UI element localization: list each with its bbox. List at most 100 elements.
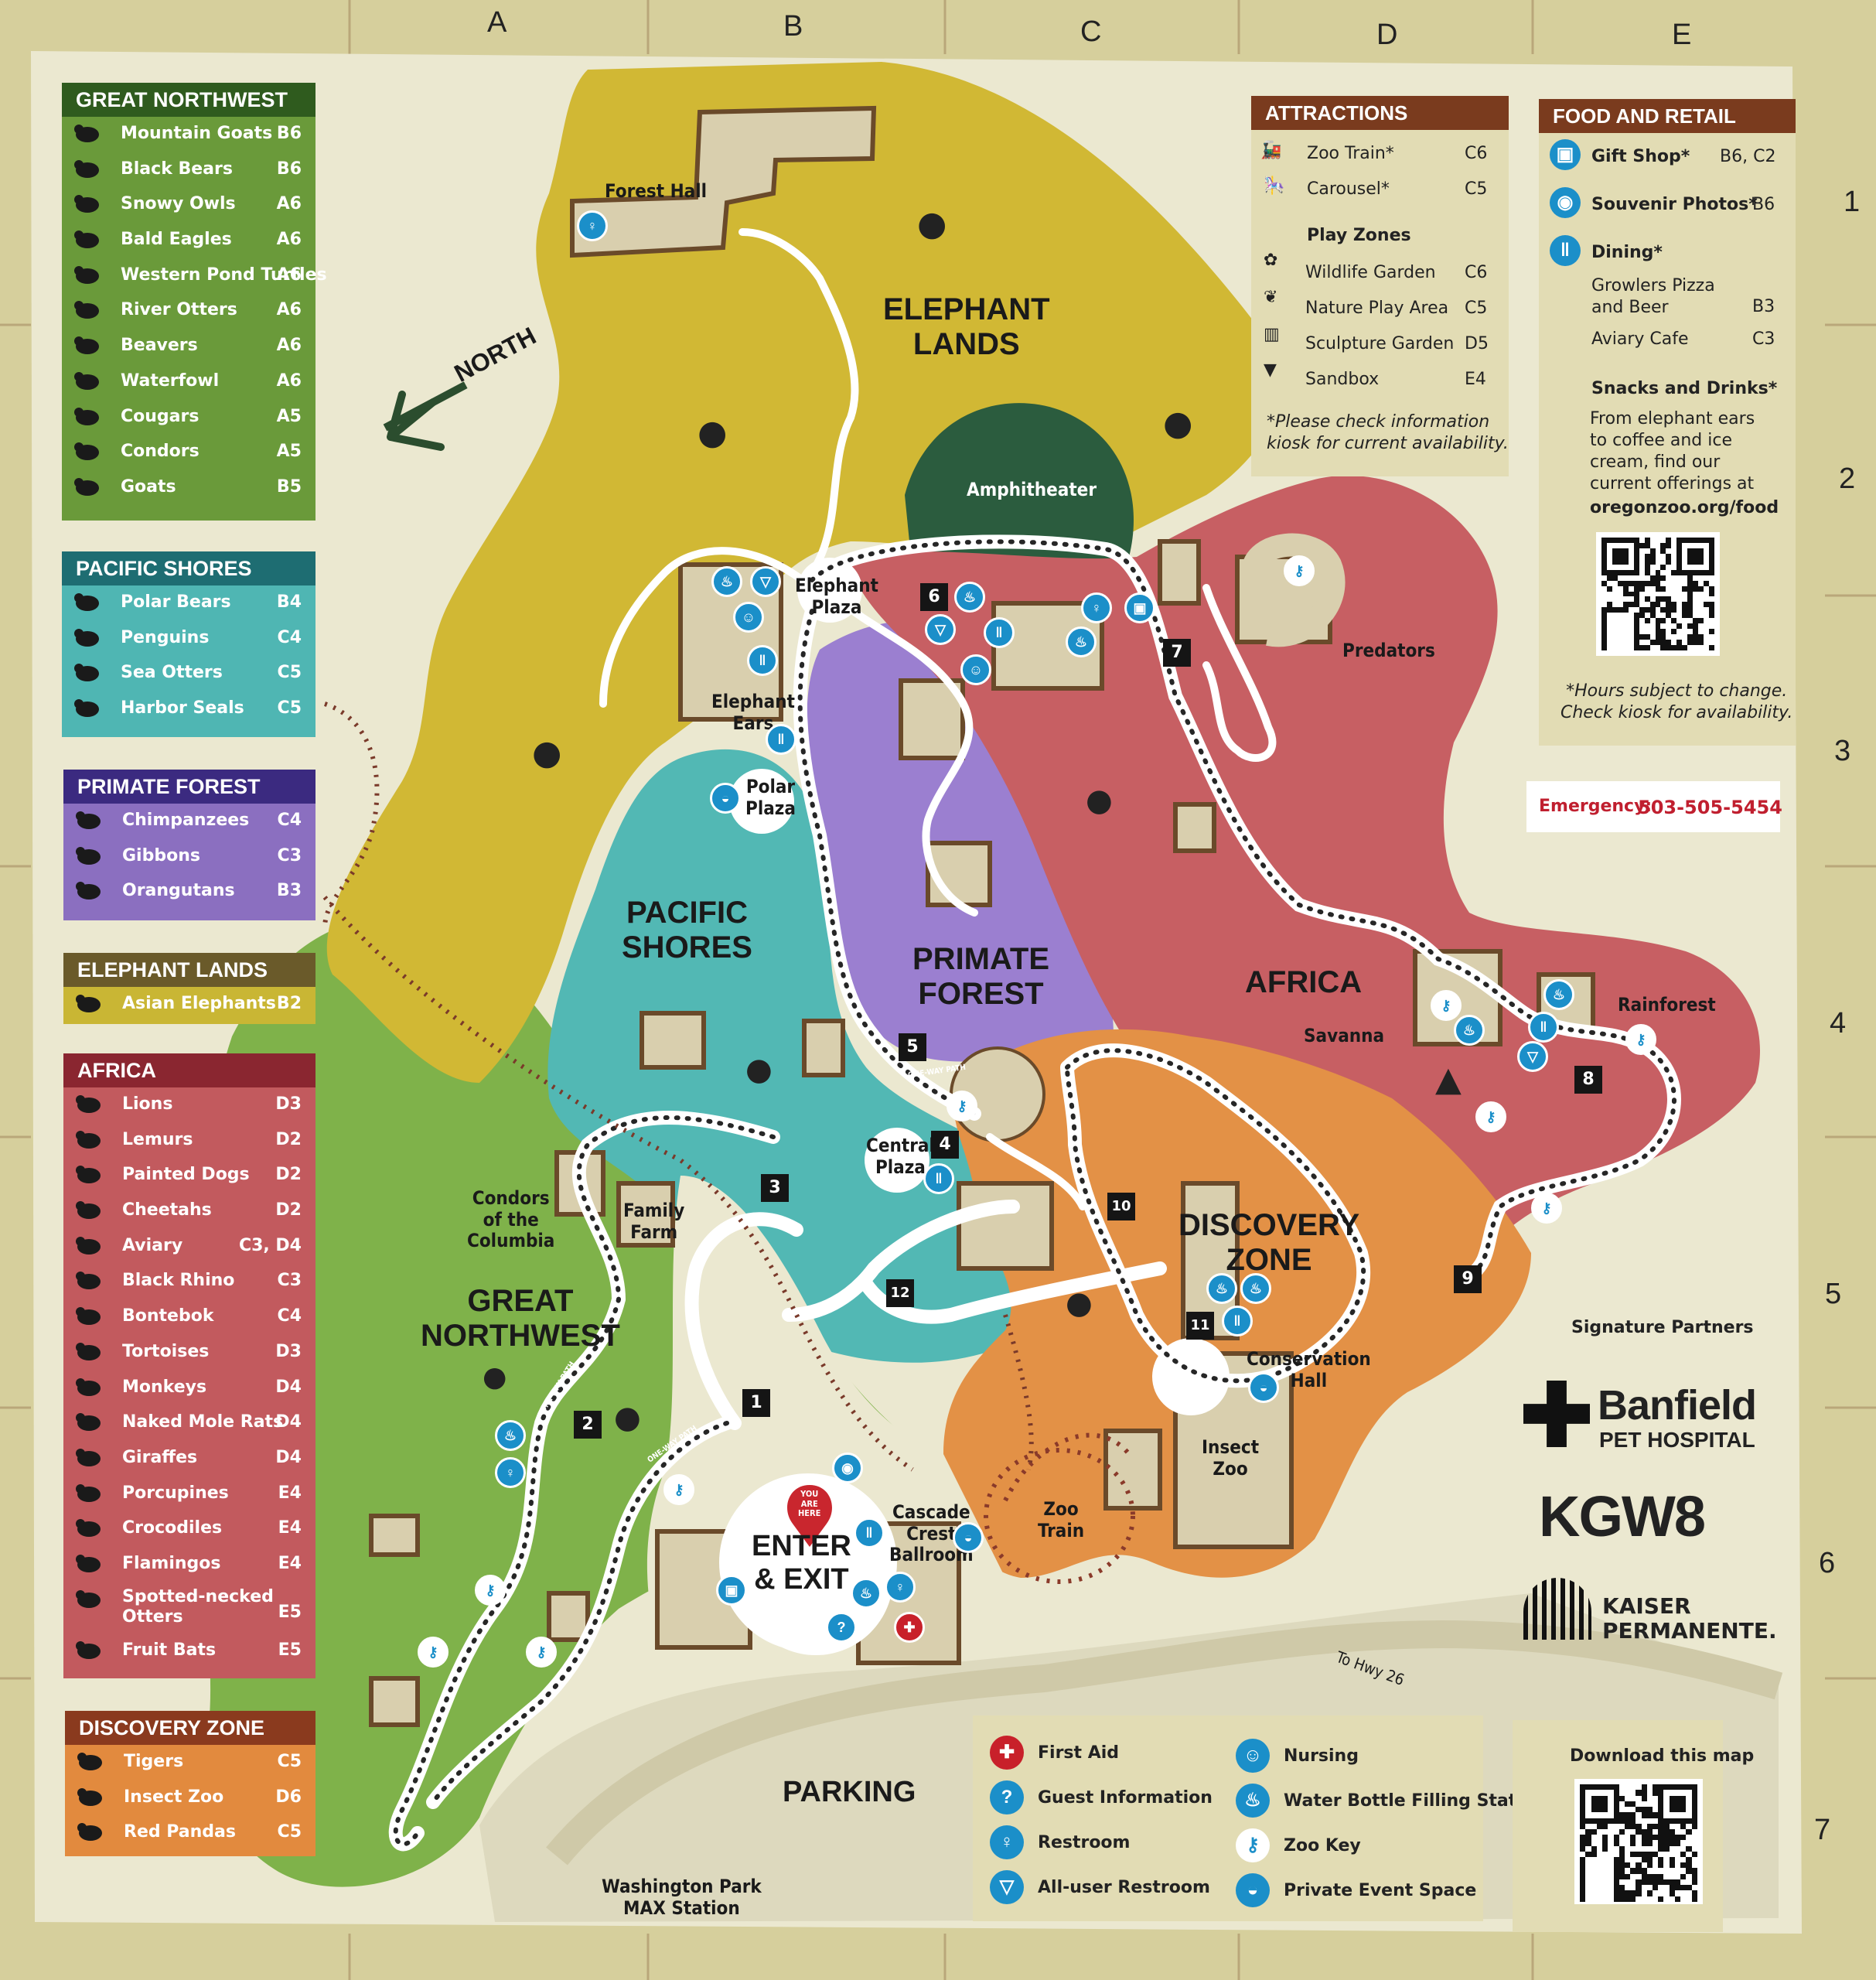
legend-grid-ref: D4: [275, 1447, 302, 1467]
dining-icon[interactable]: ǁ: [747, 645, 778, 676]
restroom-icon[interactable]: ♀: [577, 210, 608, 241]
event-space-icon[interactable]: ◒: [710, 783, 741, 814]
amphitheater-label: Amphitheater: [967, 479, 1097, 500]
guest-info-icon[interactable]: ?: [826, 1612, 857, 1643]
marker-6[interactable]: 6: [920, 583, 948, 611]
legend-grid-ref: B5: [276, 476, 302, 497]
restroom-icon[interactable]: ♀: [885, 1572, 916, 1603]
water-bottle-icon[interactable]: ♨: [711, 566, 742, 597]
all-user-restroom-icon[interactable]: ▽: [1517, 1041, 1548, 1072]
zoo-key-icon[interactable]: ⚷: [1625, 1024, 1656, 1055]
legend-animal-name: Tigers: [124, 1752, 184, 1771]
legend-grid-ref: E4: [278, 1518, 302, 1538]
antelope-icon: [74, 1304, 104, 1327]
nursing-icon[interactable]: ☺: [960, 654, 991, 685]
dining-icon[interactable]: ǁ: [1222, 1306, 1253, 1336]
buildings: [369, 105, 1595, 1727]
water-bottle-icon[interactable]: ♨: [954, 582, 985, 613]
enter-exit-label[interactable]: ENTER & EXIT: [752, 1530, 851, 1596]
marker-1[interactable]: 1: [742, 1389, 770, 1417]
dining-icon[interactable]: ǁ: [1528, 1012, 1559, 1043]
great-northwest-label: GREAT NORTHWEST: [421, 1284, 620, 1353]
food-note: *Hours subject to change. Check kiosk fo…: [1560, 681, 1793, 722]
emergency-number[interactable]: 503-505-5454: [1638, 797, 1782, 818]
restroom-icon[interactable]: ♀: [1081, 592, 1112, 623]
legend-animal-name: Condors: [121, 442, 200, 462]
food-qr-code[interactable]: [1596, 532, 1720, 656]
zoo-key-icon[interactable]: ⚷: [1531, 1193, 1562, 1224]
marker-11[interactable]: 11: [1186, 1312, 1214, 1340]
water-bottle-icon[interactable]: ♨: [1240, 1273, 1271, 1304]
marker-7[interactable]: 7: [1163, 639, 1191, 667]
legend-grid-ref: B3: [276, 881, 302, 901]
camera-icon[interactable]: ◉: [832, 1453, 863, 1483]
marker-2[interactable]: 2: [574, 1411, 602, 1439]
dining-icon[interactable]: ǁ: [854, 1517, 885, 1548]
carousel-icon: 🎠: [1264, 176, 1285, 196]
snacks-url[interactable]: oregonzoo.org/food: [1590, 498, 1779, 517]
souvenir-photos-grid: B6: [1752, 195, 1775, 214]
legend-grid-ref: B4: [276, 592, 302, 612]
gift-shop-icon[interactable]: ▣: [1124, 592, 1155, 623]
legend-grid-ref: C4: [277, 811, 302, 830]
legend-animal-name: Crocodiles: [122, 1518, 223, 1538]
marker-5[interactable]: 5: [899, 1033, 926, 1061]
event-space-icon[interactable]: ◒: [953, 1522, 984, 1553]
insect-icon: [76, 1785, 105, 1808]
legend-animal-name: Cougars: [121, 406, 200, 426]
dining-icon[interactable]: ǁ: [984, 617, 1015, 648]
gift-shop-icon[interactable]: ▣: [716, 1575, 747, 1606]
attraction-name: Carousel*: [1307, 179, 1390, 199]
water-bottle-icon[interactable]: ♨: [495, 1420, 526, 1451]
play-zone-grid: D5: [1465, 334, 1489, 353]
event-space-icon[interactable]: ◒: [1248, 1372, 1279, 1403]
marker-3[interactable]: 3: [761, 1174, 789, 1202]
legend-grid-ref: D2: [275, 1200, 302, 1220]
zoo-key-icon[interactable]: ⚷: [947, 1091, 977, 1121]
zoo-key-icon[interactable]: ⚷: [475, 1575, 506, 1606]
marker-10[interactable]: 10: [1107, 1193, 1135, 1220]
legend-grid-ref: D3: [275, 1094, 302, 1114]
map-qr-code[interactable]: [1574, 1779, 1703, 1904]
dining-item-grid: C3: [1752, 329, 1775, 349]
zoo-key-icon[interactable]: ⚷: [526, 1637, 557, 1668]
zoo-key-icon[interactable]: ⚷: [663, 1474, 694, 1505]
nursing-icon[interactable]: ☺: [733, 602, 764, 633]
restroom-icon[interactable]: ♀: [495, 1457, 526, 1488]
water-bottle-icon[interactable]: ♨: [1206, 1273, 1237, 1304]
zoo-key-icon[interactable]: ⚷: [1284, 555, 1315, 586]
water-bottle-icon[interactable]: ♨: [851, 1578, 882, 1609]
marker-12[interactable]: 12: [886, 1279, 914, 1307]
legend-animal-name: Harbor Seals: [121, 698, 244, 719]
tiger-icon: [76, 1750, 105, 1773]
elephant-plaza-label: Elephant Plaza: [795, 575, 878, 618]
grid-col-d: D: [1376, 19, 1398, 51]
dining-icon[interactable]: ǁ: [923, 1163, 954, 1194]
all-user-restroom-icon[interactable]: ▽: [750, 566, 781, 597]
marker-4[interactable]: 4: [931, 1131, 959, 1159]
marker-8[interactable]: 8: [1574, 1066, 1602, 1094]
mole-rat-icon: [74, 1410, 104, 1433]
water-bottle-icon[interactable]: ♨: [1066, 626, 1097, 657]
predators-label: Predators: [1342, 640, 1435, 661]
legend-animal-name: Polar Bears: [121, 592, 231, 612]
water-bottle-icon[interactable]: ♨: [1454, 1015, 1485, 1046]
zoo-key-icon[interactable]: ⚷: [1431, 990, 1462, 1021]
zoo-key-icon[interactable]: ⚷: [418, 1637, 449, 1668]
legend-animal-name: Naked Mole Rats: [122, 1412, 284, 1432]
zoo-key-icon[interactable]: ⚷: [1475, 1101, 1506, 1132]
legend-animal-name: Lions: [122, 1094, 173, 1114]
all-user-restroom-icon[interactable]: ▽: [925, 614, 956, 645]
water-bottle-icon[interactable]: ♨: [1543, 979, 1574, 1010]
first-aid-icon[interactable]: ✚: [894, 1612, 925, 1643]
crocodile-icon: [74, 1516, 104, 1539]
marker-9[interactable]: 9: [1454, 1265, 1482, 1293]
dining-icon[interactable]: ǁ: [766, 724, 796, 755]
beaver-icon: [73, 333, 102, 357]
